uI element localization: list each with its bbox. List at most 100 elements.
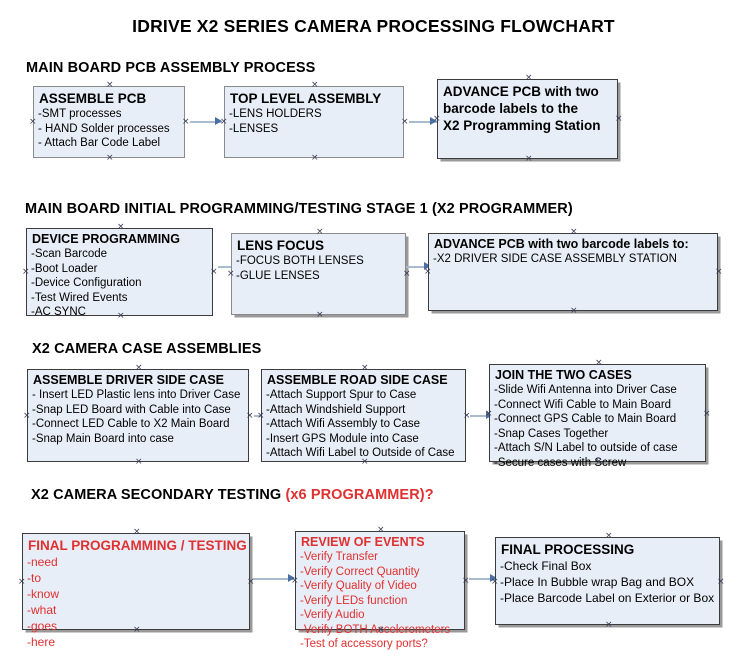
box-line: -Attach Wifi Assembly to Case	[266, 418, 421, 430]
box-line: -Connect GPS Cable to Main Board	[494, 413, 677, 425]
handle-left[interactable]	[424, 269, 431, 276]
box-final-programming-testing[interactable]: FINAL PROGRAMMING / TESTING -need -to -k…	[22, 533, 250, 649]
section-heading-text: MAIN BOARD INITIAL PROGRAMMING/TESTING S…	[25, 201, 573, 217]
handle-left[interactable]	[22, 269, 29, 276]
handle-top[interactable]	[106, 82, 113, 89]
handle-right[interactable]	[401, 119, 408, 126]
box-line: -need	[27, 555, 58, 569]
box-line: - HAND Solder processes	[38, 122, 170, 135]
arrow-icon	[424, 262, 431, 270]
section-heading-main-board-initial-programming: MAIN BOARD INITIAL PROGRAMMING/TESTING S…	[25, 201, 573, 217]
handle-right[interactable]	[182, 119, 189, 126]
box-title: LENS FOCUS	[237, 238, 325, 253]
box-title: REVIEW OF EVENTS	[301, 535, 425, 549]
box-line: -Secure cases with Screw	[494, 456, 627, 469]
handle-right[interactable]	[403, 271, 410, 278]
arrow-icon	[490, 574, 497, 582]
handle-top[interactable]	[311, 82, 318, 89]
handle-bottom[interactable]	[570, 308, 577, 315]
box-line: -GLUE LENSES	[236, 269, 320, 282]
box-line: -Snap Main Board into case	[32, 432, 174, 445]
handle-left[interactable]	[227, 271, 234, 278]
handle-right[interactable]	[715, 269, 722, 276]
arrow-icon	[430, 117, 437, 125]
box-line: -Place Barcode Label on Exterior or Box	[500, 591, 715, 605]
handle-top[interactable]	[117, 224, 124, 231]
handle-right[interactable]	[210, 269, 217, 276]
arrow-icon	[215, 117, 222, 125]
handle-top[interactable]	[605, 533, 612, 540]
handle-right[interactable]	[717, 579, 724, 586]
box-line: - Insert LED Plastic lens into Driver Ca…	[32, 389, 241, 401]
box-line: -AC SYNC	[31, 306, 86, 318]
box-lens-focus[interactable]: LENS FOCUS -FOCUS BOTH LENSES -GLUE LENS…	[231, 233, 406, 315]
box-line: -X2 DRIVER SIDE CASE ASSEMBLY STATION	[433, 253, 677, 265]
box-line: -LENS HOLDERS	[229, 108, 322, 120]
connector-road-side-to-join-cases	[470, 415, 492, 417]
box-line: -Device Configuration	[31, 277, 142, 289]
handle-bottom[interactable]	[106, 155, 113, 162]
box-title: FINAL PROGRAMMING / TESTING	[28, 538, 247, 553]
box-top-level-assembly[interactable]: TOP LEVEL ASSEMBLY -LENS HOLDERS -LENSES	[224, 86, 404, 158]
box-line: -Slide Wifi Antenna into Driver Case	[494, 384, 677, 396]
box-advance-pcb-programming-station[interactable]: ADVANCE PCB with two barcode labels to t…	[437, 79, 618, 159]
handle-top[interactable]	[570, 229, 577, 236]
box-assemble-road-side-case[interactable]: ASSEMBLE ROAD SIDE CASE -Attach Support …	[261, 369, 466, 462]
section-heading-x2-camera-secondary-testing: X2 CAMERA SECONDARY TESTING (x6 PROGRAMM…	[31, 487, 434, 503]
connector-lens-focus-to-advance-pcb	[406, 266, 431, 268]
handle-top[interactable]	[133, 529, 140, 536]
box-title: JOIN THE TWO CASES	[495, 368, 632, 382]
handle-right[interactable]	[462, 578, 469, 585]
box-advance-pcb-driver-side-case[interactable]: ADVANCE PCB with two barcode labels to: …	[428, 233, 718, 311]
section-heading-x2-camera-case-assemblies: X2 CAMERA CASE ASSEMBLIES	[32, 341, 261, 357]
box-line: -Connect Wifi Cable to Main Board	[494, 398, 672, 411]
handle-right[interactable]	[703, 411, 710, 418]
connector-top-level-to-advance-pcb	[409, 121, 437, 123]
box-assemble-driver-side-case[interactable]: ASSEMBLE DRIVER SIDE CASE - Insert LED P…	[27, 369, 249, 462]
handle-top[interactable]	[316, 229, 323, 236]
box-title-line3: X2 Programming Station	[443, 118, 601, 133]
box-line: - Attach Bar Code Label	[38, 137, 161, 149]
box-line: -Connect LED Cable to X2 Main Board	[32, 418, 230, 430]
section-heading-text: MAIN BOARD PCB ASSEMBLY PROCESS	[26, 60, 316, 76]
section-heading-main-board-pcb-assembly: MAIN BOARD PCB ASSEMBLY PROCESS	[26, 60, 315, 76]
handle-bottom[interactable]	[135, 459, 142, 466]
box-line: -Verify Transfer	[300, 551, 378, 563]
handle-bottom[interactable]	[311, 155, 318, 162]
handle-right[interactable]	[246, 413, 253, 420]
box-join-the-two-cases[interactable]: JOIN THE TWO CASES -Slide Wifi Antenna i…	[489, 364, 706, 469]
box-title: ASSEMBLE DRIVER SIDE CASE	[33, 373, 225, 387]
box-line: -Verify Quality of Video	[300, 580, 417, 592]
box-line: -Boot Loader	[31, 262, 98, 275]
box-line: -goes	[27, 619, 58, 633]
box-line: -Check Final Box	[500, 559, 592, 573]
box-line: -Verify Correct Quantity	[300, 565, 420, 578]
handle-top[interactable]	[135, 365, 142, 372]
box-line: -SMT processes	[38, 108, 122, 120]
box-title: TOP LEVEL ASSEMBLY	[230, 91, 382, 106]
box-title: DEVICE PROGRAMMING	[32, 232, 180, 246]
handle-bottom[interactable]	[316, 312, 323, 319]
handle-left[interactable]	[18, 579, 25, 586]
box-line: -Snap LED Board with Cable into Case	[32, 403, 231, 416]
box-title: ASSEMBLE ROAD SIDE CASE	[267, 373, 448, 387]
handle-left[interactable]	[29, 119, 36, 126]
box-line: -know	[27, 587, 60, 601]
handle-bottom[interactable]	[605, 622, 612, 629]
handle-top[interactable]	[377, 527, 384, 534]
handle-right[interactable]	[615, 116, 622, 123]
connector-assemble-pcb-to-top-level	[190, 121, 222, 123]
box-review-of-events[interactable]: REVIEW OF EVENTS -Verify Transfer -Verif…	[295, 531, 465, 650]
handle-top[interactable]	[595, 360, 602, 367]
box-device-programming[interactable]: DEVICE PROGRAMMING -Scan Barcode -Boot L…	[26, 228, 213, 318]
box-title: FINAL PROCESSING	[501, 542, 635, 557]
handle-top[interactable]	[525, 75, 532, 82]
handle-right[interactable]	[247, 579, 254, 586]
handle-top[interactable]	[361, 365, 368, 372]
handle-bottom[interactable]	[525, 156, 532, 163]
box-final-processing[interactable]: FINAL PROCESSING -Check Final Box -Place…	[495, 537, 720, 625]
connector-review-of-events-to-final-processing	[469, 578, 499, 580]
box-assemble-pcb[interactable]: ASSEMBLE PCB -SMT processes - HAND Solde…	[33, 86, 185, 158]
handle-right[interactable]	[463, 413, 470, 420]
handle-left[interactable]	[23, 413, 30, 420]
